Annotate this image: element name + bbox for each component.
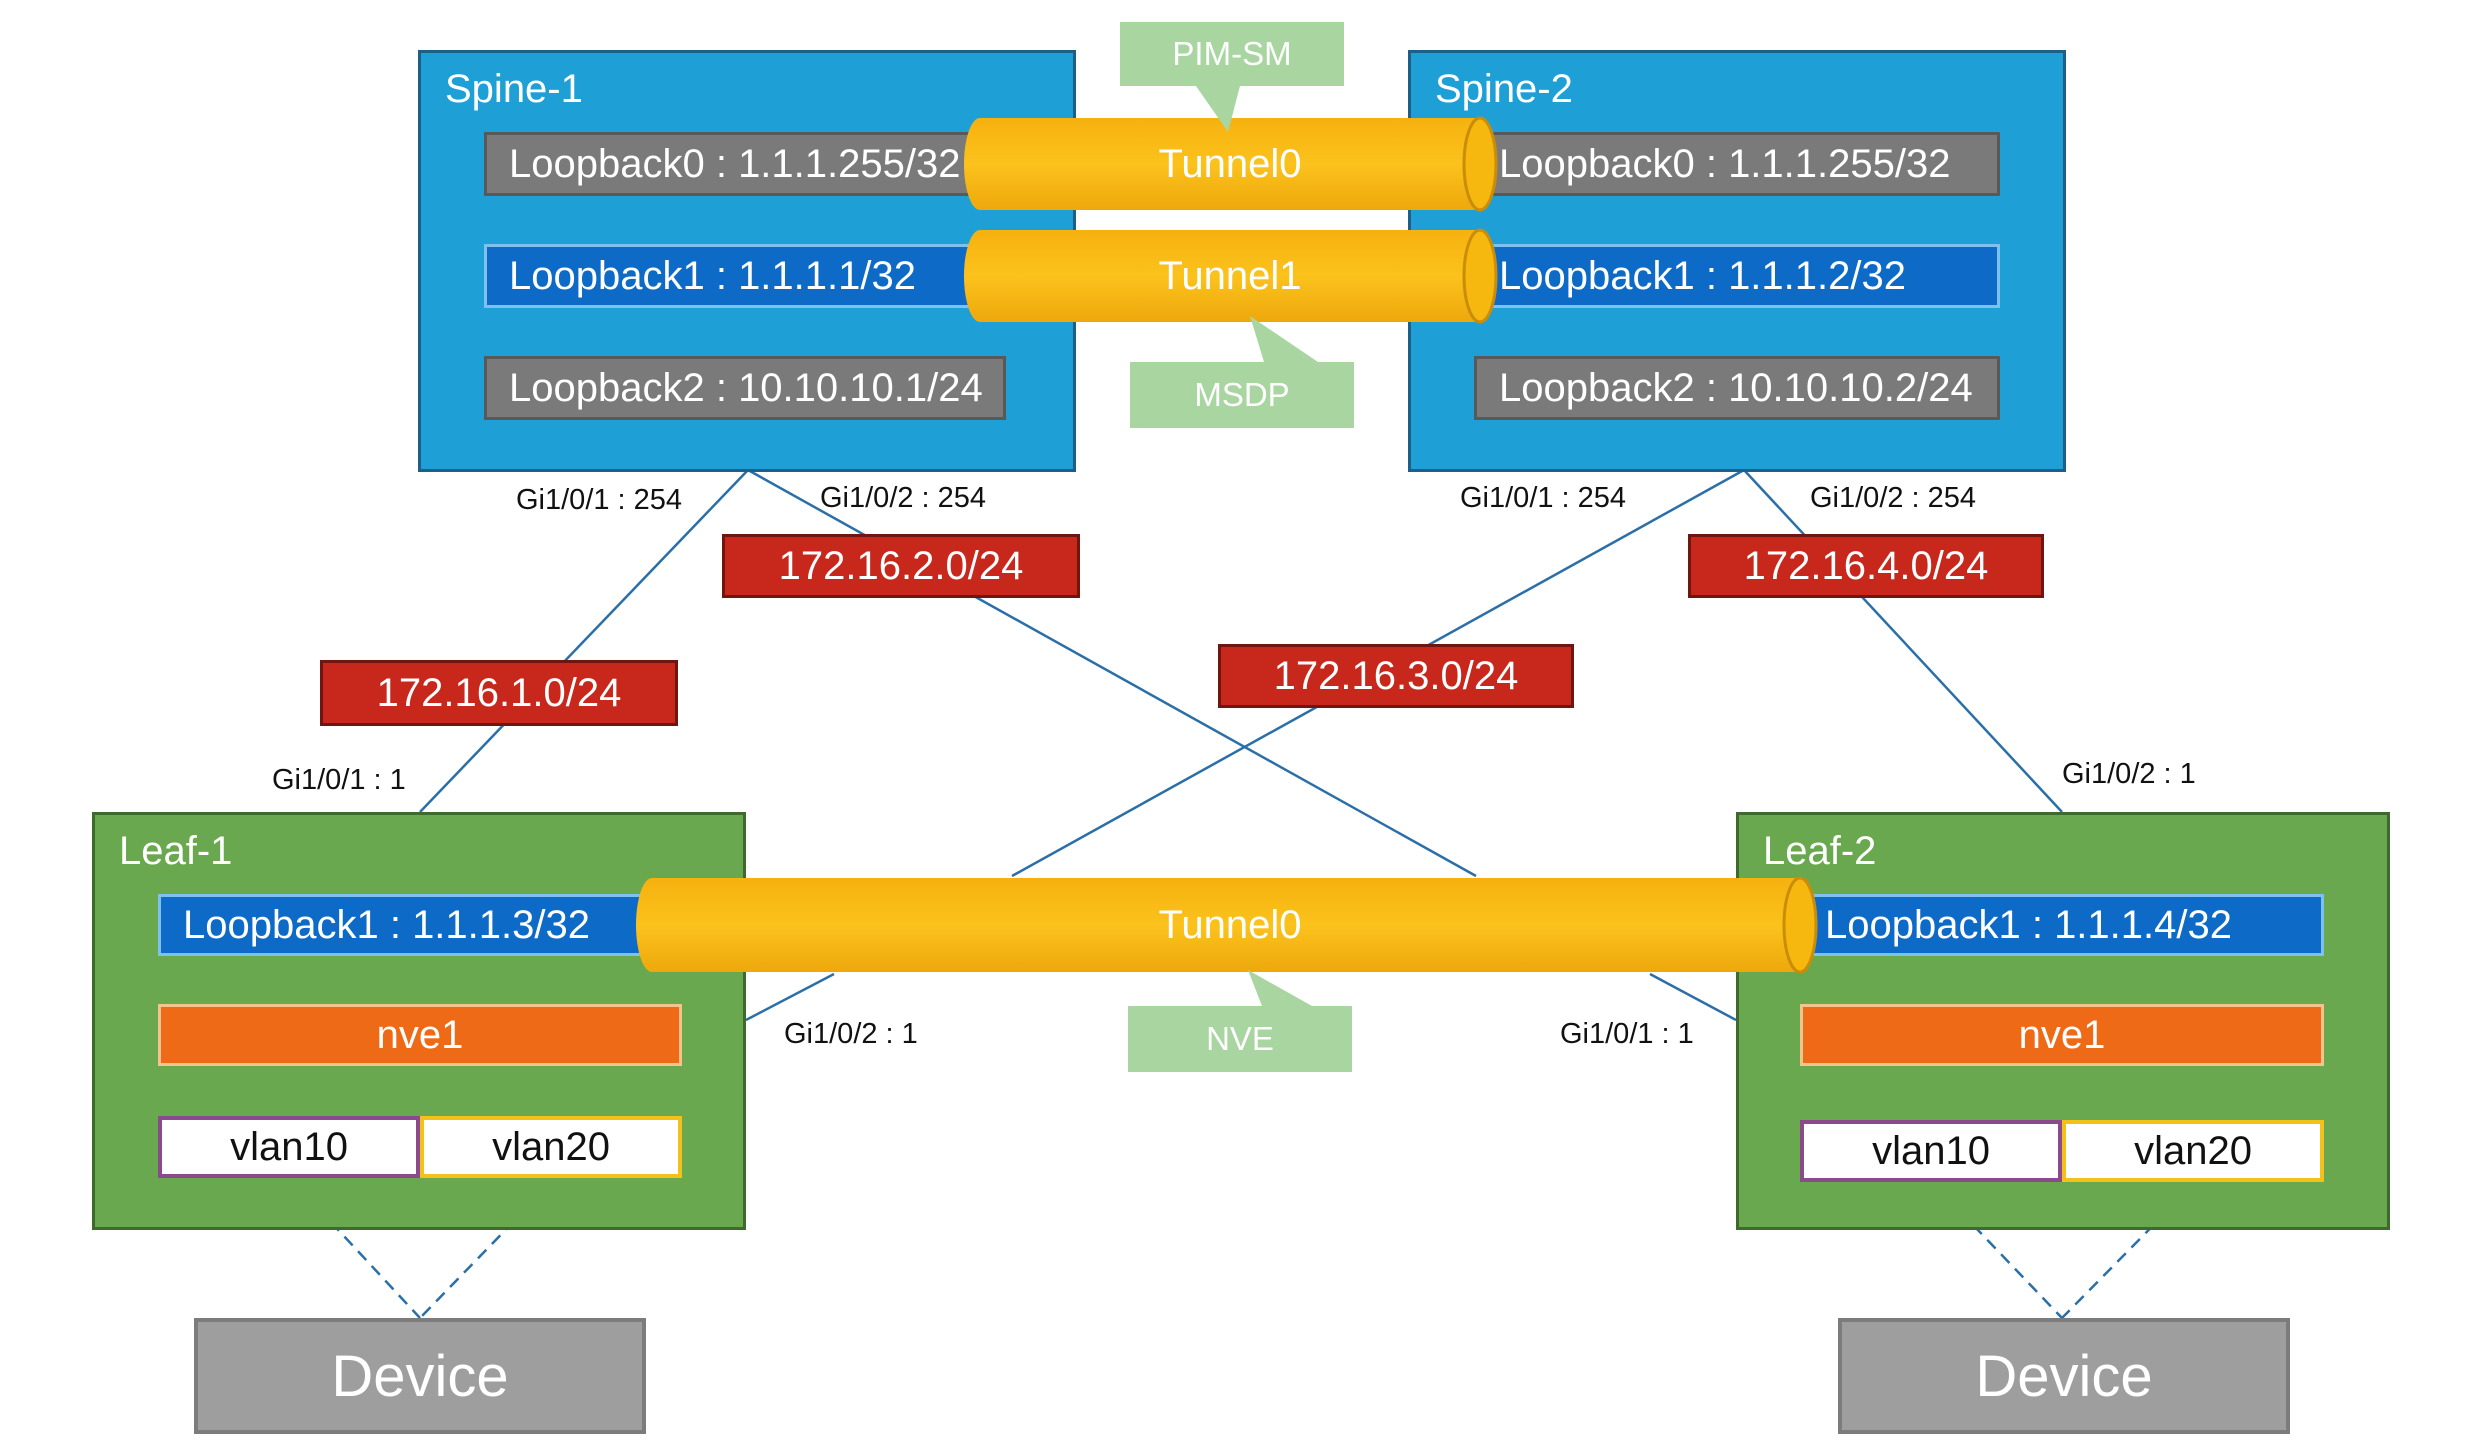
leaf2-nve1: nve1 xyxy=(1800,1004,2324,1066)
leaf1-loopback1: Loopback1 : 1.1.1.3/32 xyxy=(158,894,682,956)
spine-tunnel1-label: Tunnel1 xyxy=(1158,253,1302,298)
leaf1-nve1: nve1 xyxy=(158,1004,682,1066)
leaf1-vlan10: vlan10 xyxy=(158,1116,420,1178)
pim-callout-box xyxy=(1120,22,1344,86)
link-leaf2-gi101-stub xyxy=(1649,972,1737,1022)
pim-callout-pointer xyxy=(1196,86,1240,132)
subnet-172-16-3: 172.16.3.0/24 xyxy=(1218,644,1574,708)
spine1-title: Spine-1 xyxy=(445,67,583,111)
leaf1-port-gi102: Gi1/0/2 : 1 xyxy=(784,1018,918,1050)
nve-callout-box xyxy=(1128,1006,1352,1072)
nve-label: NVE xyxy=(1206,1020,1274,1057)
link-spine1-leaf1 xyxy=(419,469,749,813)
spine-tunnel0-cylinder xyxy=(964,116,1498,212)
spine2-loopback0: Loopback0 : 1.1.1.255/32 xyxy=(1474,132,2000,196)
spine2-port-gi101: Gi1/0/1 : 254 xyxy=(1460,482,1627,514)
left-device[interactable]: Device xyxy=(194,1318,646,1434)
link-leaf1-gi102-stub xyxy=(745,972,835,1022)
spine2-title: Spine-2 xyxy=(1435,67,1573,111)
msdp-callout-pointer xyxy=(1250,316,1318,362)
leaf2-vlan10: vlan10 xyxy=(1800,1120,2062,1182)
leaf2-vlan20: vlan20 xyxy=(2062,1120,2324,1182)
nve-callout-pointer xyxy=(1248,970,1312,1006)
spine-tunnel0-label: Tunnel0 xyxy=(1158,141,1302,186)
link-spine2-leaf2 xyxy=(1743,469,2063,813)
msdp-callout-box xyxy=(1130,362,1354,428)
leaf2-port-gi101: Gi1/0/1 : 1 xyxy=(1560,1018,1694,1050)
leaf2-loopback1: Loopback1 : 1.1.1.4/32 xyxy=(1800,894,2324,956)
spine1-loopback1: Loopback1 : 1.1.1.1/32 xyxy=(484,244,1006,308)
spine1-port-gi101: Gi1/0/1 : 254 xyxy=(516,484,683,516)
subnet-172-16-4: 172.16.4.0/24 xyxy=(1688,534,2044,598)
subnet-172-16-1: 172.16.1.0/24 xyxy=(320,660,678,726)
leaf2-title: Leaf-2 xyxy=(1763,829,1877,873)
pim-sm-label: PIM-SM xyxy=(1172,35,1292,72)
spine2-port-gi102: Gi1/0/2 : 254 xyxy=(1810,482,1977,514)
spine2-loopback2: Loopback2 : 10.10.10.2/24 xyxy=(1474,356,2000,420)
dash-leaf1-vlan20-device xyxy=(419,1177,557,1319)
leaf2-port-gi102: Gi1/0/2 : 1 xyxy=(2062,758,2196,790)
subnet-172-16-2: 172.16.2.0/24 xyxy=(722,534,1080,598)
leaf-tunnel0-label: Tunnel0 xyxy=(1158,902,1302,947)
leaf-tunnel0-cylinder xyxy=(636,876,1818,974)
spine1-loopback2: Loopback2 : 10.10.10.1/24 xyxy=(484,356,1006,420)
leaf1-vlan20: vlan20 xyxy=(420,1116,682,1178)
spine1-loopback0: Loopback0 : 1.1.1.255/32 xyxy=(484,132,1006,196)
leaf1-title: Leaf-1 xyxy=(119,829,233,873)
leaf1-port-gi101: Gi1/0/1 : 1 xyxy=(272,764,406,796)
msdp-label: MSDP xyxy=(1194,376,1290,413)
spine1-port-gi102: Gi1/0/2 : 254 xyxy=(820,482,987,514)
right-device[interactable]: Device xyxy=(1838,1318,2290,1434)
callout-shapes xyxy=(1120,22,1354,1072)
spine-tunnel1-cylinder xyxy=(964,228,1498,324)
spine2-loopback1: Loopback1 : 1.1.1.2/32 xyxy=(1474,244,2000,308)
